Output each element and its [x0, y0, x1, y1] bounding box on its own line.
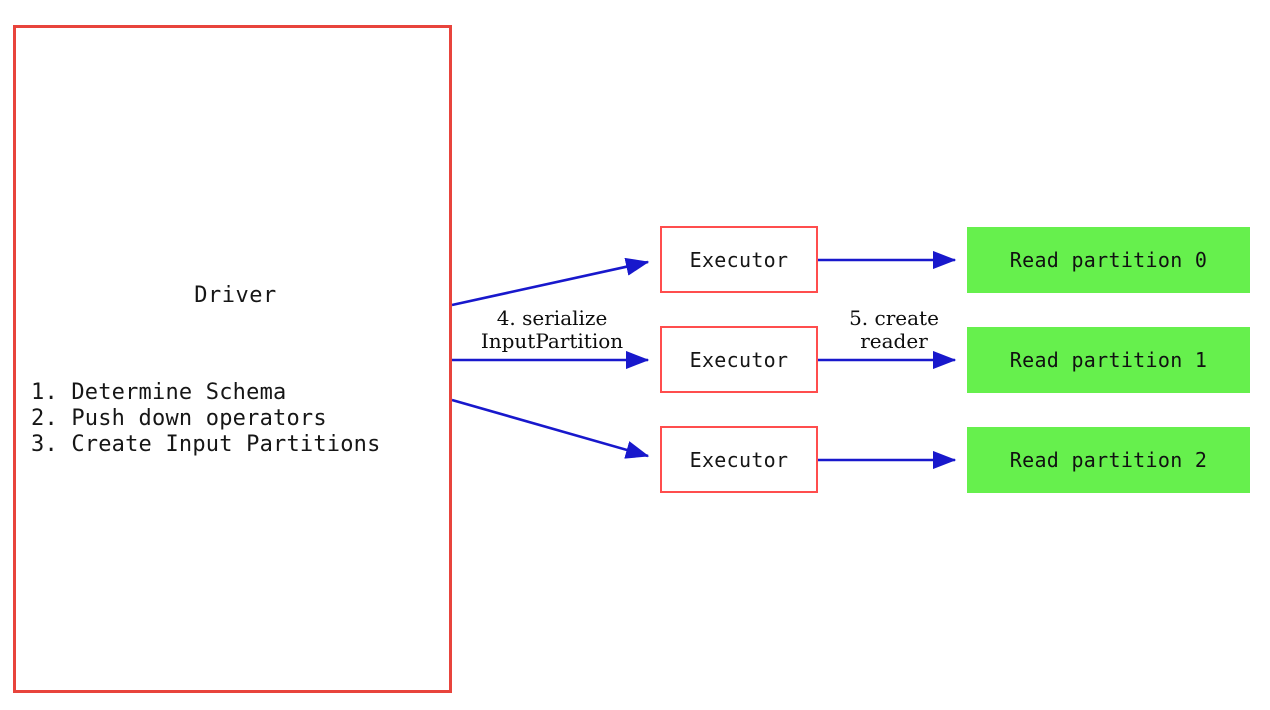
- executor-box-1: Executor: [660, 326, 818, 393]
- executor-box-0: Executor: [660, 226, 818, 293]
- partition-box-0: Read partition 0: [967, 227, 1250, 293]
- edge-label-serialize: 4. serialize InputPartition: [480, 306, 624, 353]
- edge-label-create-reader: 5. create reader: [849, 306, 939, 353]
- arrow-driver-to-executor-2: [451, 398, 650, 459]
- driver-step-list: 1. Determine Schema 2. Push down operato…: [31, 380, 381, 457]
- partition-box-1: Read partition 1: [967, 327, 1250, 393]
- driver-title: Driver: [194, 283, 277, 308]
- arrow-driver-to-executor-0: [451, 257, 650, 307]
- driver-box: Driver 1. Determine Schema 2. Push down …: [13, 25, 452, 693]
- executor-box-2: Executor: [660, 426, 818, 493]
- partition-box-2: Read partition 2: [967, 427, 1250, 493]
